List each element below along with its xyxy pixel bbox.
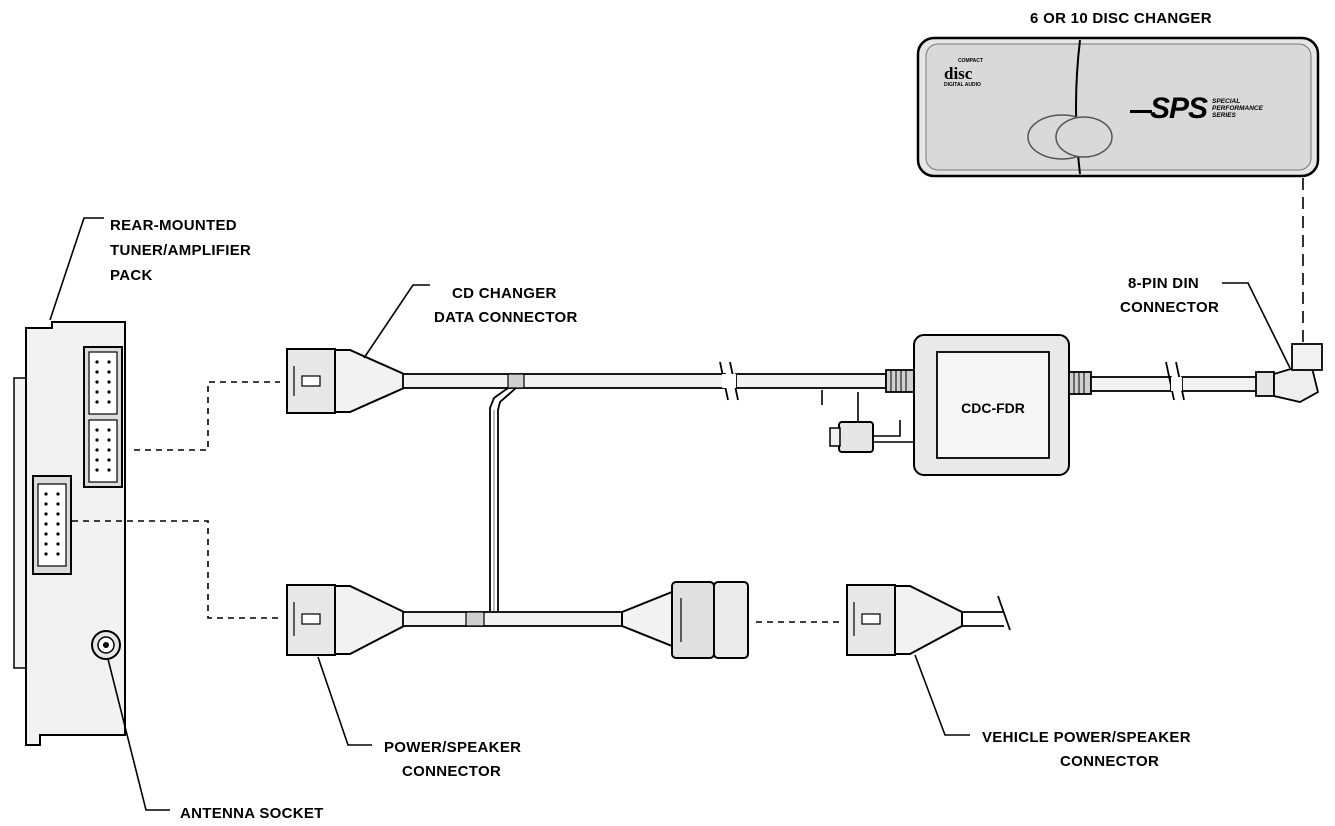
sps-line1: SPECIAL: [1212, 98, 1240, 105]
cd-data-leader-line: [363, 284, 430, 359]
disc-changer: disc COMPACT DIGITAL AUDIO SPS SPECIAL P…: [916, 36, 1320, 178]
cdc-fdr-label: CDC-FDR: [961, 400, 1025, 416]
antenna-label: ANTENNA SOCKET: [180, 805, 324, 822]
tuner-amplifier-pack: [13, 321, 126, 746]
cdc-fdr-module: CDC-FDR: [913, 334, 1070, 476]
tuner-power-port: [32, 475, 72, 575]
din-label-line2: CONNECTOR: [1120, 299, 1219, 316]
cd-data-label-line2: DATA CONNECTOR: [434, 309, 578, 326]
disc-emblem: [1027, 114, 1113, 160]
sps-line3: SERIES: [1212, 112, 1237, 119]
din-connector: [1255, 343, 1323, 403]
tuner-label-line1: REAR-MOUNTED: [110, 217, 237, 234]
power-speaker-connector: [286, 584, 405, 656]
sps-line2: PERFORMANCE: [1212, 105, 1264, 112]
compact-disc-logo: disc COMPACT DIGITAL AUDIO: [944, 58, 983, 88]
compact-logo-text: COMPACT: [958, 58, 983, 64]
din-cable: [1068, 361, 1259, 401]
vehicle-leader-line: [914, 654, 970, 736]
pigtail-connector: [821, 390, 914, 453]
sps-logo-word: SPS: [1150, 92, 1208, 125]
tuner-leader-line: [49, 217, 104, 321]
vehicle-power-speaker-connector: [846, 584, 1011, 656]
power-leader-line: [317, 656, 372, 746]
tuner-label-line2: TUNER/AMPLIFIER: [110, 242, 251, 259]
data-cable: [402, 361, 915, 401]
din-label-line1: 8-PIN DIN: [1128, 275, 1199, 292]
disc-logo-word: disc: [944, 64, 973, 83]
power-dashed-link: [72, 520, 282, 619]
tuner-label-line3: PACK: [110, 267, 153, 284]
vehicle-label-line2: CONNECTOR: [1060, 753, 1159, 770]
din-leader-line: [1222, 282, 1291, 369]
power-label-line2: CONNECTOR: [402, 763, 501, 780]
tuner-data-port: [83, 346, 123, 488]
power-cable: [402, 581, 749, 659]
cd-data-label-line1: CD CHANGER: [452, 285, 557, 302]
sps-logo: SPS SPECIAL PERFORMANCE SERIES: [1130, 92, 1264, 125]
antenna-socket: [91, 630, 121, 660]
vehicle-label-line1: VEHICLE POWER/SPEAKER: [982, 729, 1191, 746]
branch-wires: [489, 387, 517, 612]
disc-changer-label: 6 OR 10 DISC CHANGER: [1030, 10, 1212, 27]
cd-changer-data-connector: [286, 348, 405, 414]
digital-audio-logo-text: DIGITAL AUDIO: [944, 82, 981, 88]
antenna-leader-line: [107, 658, 170, 811]
data-dashed-link: [134, 381, 280, 451]
power-label-line1: POWER/SPEAKER: [384, 739, 521, 756]
